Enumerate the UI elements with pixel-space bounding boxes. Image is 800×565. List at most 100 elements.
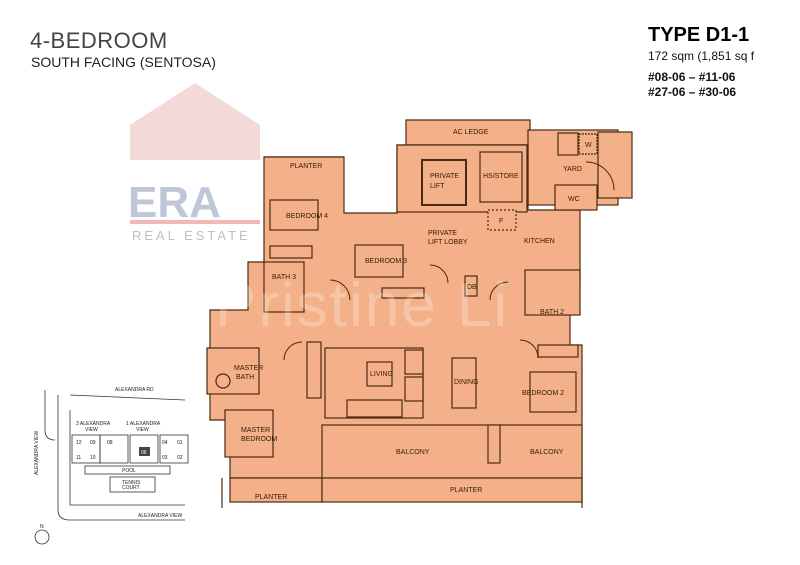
block-right-label-1: 1 ALEXANDRA	[126, 421, 161, 427]
label-master-bedroom-2: BEDROOM	[241, 436, 277, 443]
label-balcony-left: BALCONY	[396, 449, 430, 456]
label-bath-3: BATH 3	[272, 274, 296, 281]
compass-icon	[34, 529, 50, 545]
stack-01: 01	[177, 440, 183, 446]
label-master-bath-1: MASTER	[234, 365, 263, 372]
stack-08: 08	[107, 440, 113, 446]
stack-10: 10	[90, 455, 96, 461]
label-f: F	[499, 218, 503, 225]
label-private-lift-1: PRIVATE	[430, 173, 459, 180]
hs-store	[479, 151, 523, 203]
yard-entry	[597, 131, 633, 199]
label-ac-ledge: AC LEDGE	[453, 129, 489, 136]
coffee-table	[366, 361, 393, 387]
label-living: LIVING	[370, 371, 393, 378]
wardrobe-bedroom4	[269, 245, 313, 259]
fridge	[487, 209, 517, 231]
unit-area: 172 sqm (1,851 sq f	[648, 49, 755, 63]
pool-box	[84, 465, 171, 475]
label-bedroom-2: BEDROOM 2	[522, 390, 564, 397]
door-swing-lobby	[429, 264, 449, 284]
site-tennis-1: TENNIS	[122, 480, 141, 486]
page-subtitle: SOUTH FACING (SENTOSA)	[31, 54, 216, 70]
block-left-label-1: 3 ALEXANDRA	[76, 421, 111, 427]
stack-06: 06	[141, 450, 147, 456]
label-w: W	[585, 142, 592, 149]
door-swing-yard	[585, 161, 615, 191]
balcony-divider	[487, 424, 501, 464]
era-watermark: ERA REAL ESTATE	[128, 83, 260, 243]
site-boundary	[69, 410, 185, 506]
label-lobby-1: PRIVATE	[428, 230, 457, 237]
bath3	[263, 261, 305, 313]
stack-03: 03	[162, 455, 168, 461]
sofa	[346, 399, 403, 418]
house-roof-icon	[130, 83, 260, 160]
label-bedroom-3: BEDROOM 3	[365, 258, 407, 265]
stack-02: 02	[177, 455, 183, 461]
bath2	[524, 269, 581, 316]
stack-12: 12	[76, 440, 82, 446]
road-top-line	[69, 394, 186, 401]
unit-range-1: #08-06 – #11-06	[648, 70, 736, 84]
block-mid	[129, 434, 159, 464]
pristine-watermark: Pristine Li	[215, 271, 510, 340]
era-underline	[130, 220, 260, 224]
label-lobby-2: LIFT LOBBY	[428, 239, 468, 246]
bathtub-icon	[215, 373, 231, 389]
site-north: N	[40, 524, 44, 530]
wardrobe-bedroom2	[537, 344, 579, 358]
door-swing-b2	[519, 339, 539, 359]
unit-range-2: #27-06 – #30-06	[648, 85, 737, 99]
unit-type: TYPE D1-1	[648, 24, 750, 46]
label-bedroom-4: BEDROOM 4	[286, 213, 328, 220]
wardrobe-master	[306, 341, 322, 399]
era-tagline: REAL ESTATE	[132, 228, 251, 243]
label-db: DB	[467, 284, 477, 291]
door-swing-b4	[329, 279, 351, 301]
tennis-box	[109, 476, 156, 493]
label-dining: DINING	[454, 379, 479, 386]
w-box	[578, 133, 598, 155]
block-right-label-2: VIEW	[136, 427, 149, 433]
wardrobe-bedroom3	[381, 287, 425, 299]
label-hs-store: HS/STORE	[483, 173, 519, 180]
armchair-1	[404, 349, 424, 375]
site-road-left: ALEXANDRA VIEW	[34, 431, 40, 475]
block-left-label-2: VIEW	[85, 427, 98, 433]
site-plan: ALEXANDRA RD ALEXANDRA VIEW ALEXANDRA VI…	[34, 387, 189, 545]
site-pool: POOL	[122, 468, 136, 474]
bed-bedroom4	[269, 199, 319, 231]
balcony	[321, 424, 583, 479]
label-yard: YARD	[563, 166, 582, 173]
stack-09: 09	[90, 440, 96, 446]
armchair-2	[404, 376, 424, 402]
planter-bottom-right-box	[321, 477, 583, 503]
label-private-lift-2: LIFT	[430, 183, 445, 190]
site-road-bottom: ALEXANDRA VIEW	[138, 513, 182, 519]
washer-w	[557, 132, 579, 156]
label-master-bath-2: BATH	[236, 374, 254, 381]
highlight-stack	[139, 447, 150, 456]
unit-ranges: #08-06 – #11-06 #27-06 – #30-06	[648, 70, 736, 100]
page-title: 4-BEDROOM	[30, 28, 168, 53]
site-road-top: ALEXANDRA RD	[115, 387, 154, 393]
label-bath-2: BATH 2	[540, 309, 564, 316]
bed-bedroom2	[529, 371, 577, 413]
road-bottom-line	[57, 395, 185, 521]
label-planter-bottom-left: PLANTER	[255, 494, 287, 501]
door-swing-kitchen	[489, 281, 509, 301]
bed-bedroom3	[354, 244, 404, 278]
label-master-bedroom-1: MASTER	[241, 427, 270, 434]
label-planter-bottom-right: PLANTER	[450, 487, 482, 494]
stack-11: 11	[76, 455, 81, 461]
bed-master	[224, 409, 274, 458]
db-box	[464, 275, 478, 297]
label-wc: WC	[568, 196, 580, 203]
site-tennis-2: COURT	[122, 485, 140, 491]
block-right	[159, 434, 189, 464]
era-brand: ERA	[128, 178, 221, 227]
label-balcony-right: BALCONY	[530, 449, 564, 456]
dining-table	[451, 357, 477, 409]
